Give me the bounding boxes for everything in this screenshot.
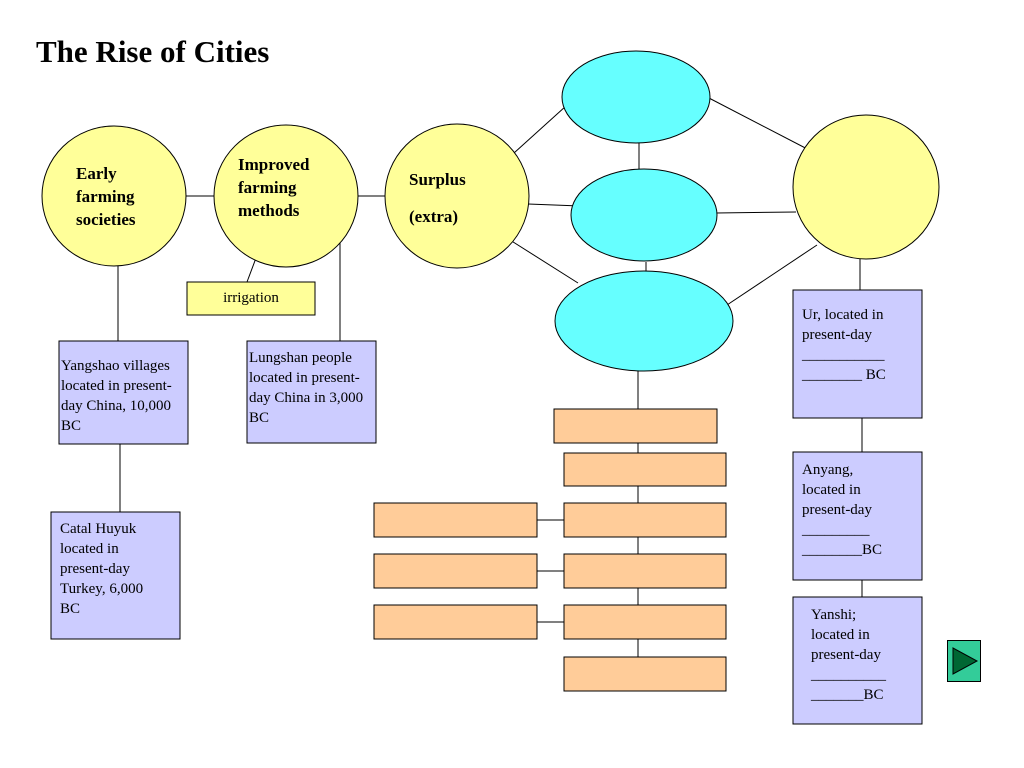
- peach-box: [563, 604, 727, 640]
- anyang-box: [792, 451, 923, 581]
- catal-huyuk-text: Catal Huyuk located in present-day Turke…: [60, 521, 144, 617]
- surplus-label: Surplus (extra): [409, 170, 466, 226]
- peach-box: [373, 502, 538, 538]
- peach-box: [563, 553, 727, 589]
- catal-huyuk-box: [50, 511, 181, 640]
- early-farming-label: Early farming societies: [76, 164, 136, 229]
- lungshan-box: [246, 340, 377, 444]
- next-slide-button[interactable]: [947, 640, 981, 682]
- peach-box: [553, 408, 718, 444]
- empty-yellow-circle: [792, 114, 940, 260]
- peach-box: [373, 604, 538, 640]
- ur-text: Ur, located in present-day ___________ _…: [802, 307, 886, 383]
- connector: [527, 203, 581, 207]
- connector: [509, 239, 579, 284]
- irrigation-box: [186, 281, 316, 316]
- cyan-oval-bottom: [554, 270, 734, 372]
- yangshao-text: Yangshao villages located in present- da…: [61, 358, 172, 434]
- connector: [513, 105, 567, 154]
- ur-box: [792, 289, 923, 419]
- yanshi-box: [792, 596, 923, 725]
- lungshan-text: Lungshan people located in present- day …: [249, 350, 364, 426]
- page-title: The Rise of Cities: [36, 34, 270, 69]
- improved-farming-circle: [213, 124, 359, 268]
- connector: [715, 211, 797, 214]
- cyan-oval-middle: [570, 168, 718, 262]
- cyan-oval-top: [561, 50, 711, 144]
- yanshi-text: Yanshi; located in present-day _________…: [811, 607, 886, 703]
- anyang-text: Anyang, located in present-day _________…: [802, 462, 883, 558]
- peach-box: [563, 656, 727, 692]
- yangshao-box: [58, 340, 189, 445]
- peach-box: [563, 452, 727, 487]
- peach-box: [563, 502, 727, 538]
- connector: [706, 96, 816, 154]
- connector: [246, 257, 257, 283]
- play-arrow-icon: [947, 640, 981, 682]
- early-farming-circle: [41, 125, 187, 267]
- irrigation-label: irrigation: [223, 290, 279, 306]
- peach-box: [373, 553, 538, 589]
- connector: [723, 244, 818, 308]
- improved-farming-label: Improved farming methods: [238, 155, 310, 220]
- surplus-circle: [384, 123, 530, 269]
